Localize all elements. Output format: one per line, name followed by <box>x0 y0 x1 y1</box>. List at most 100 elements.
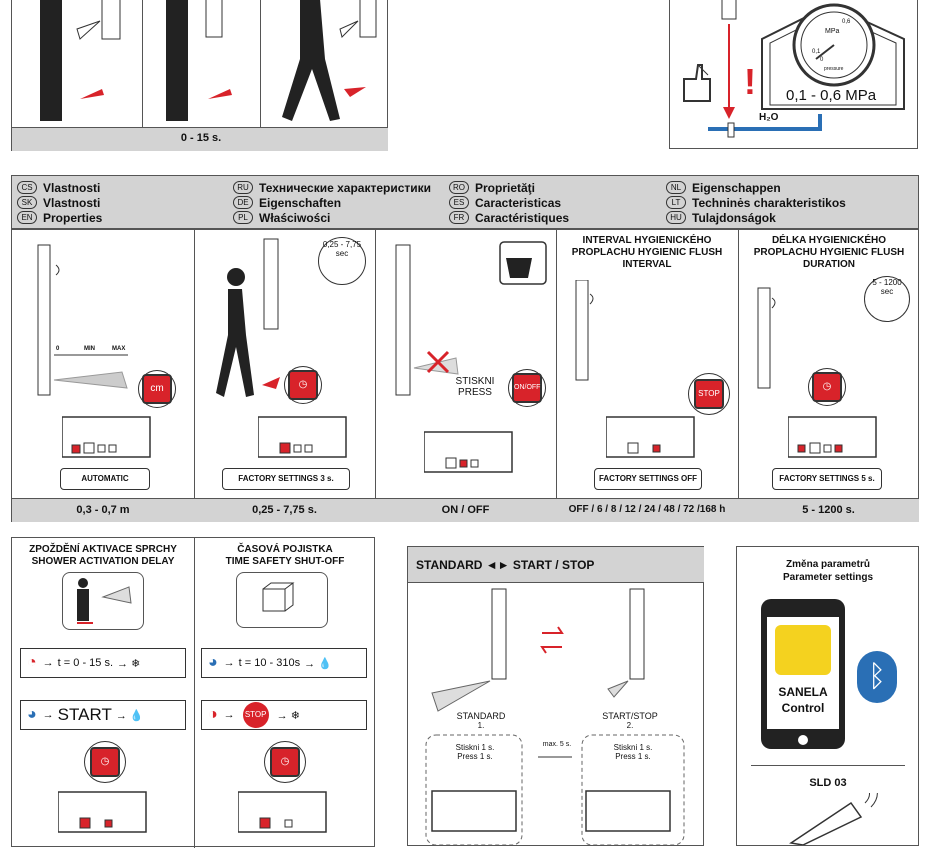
delay-row-2: ◕→ START→ 💧 <box>20 700 186 730</box>
pressure-illustration <box>683 0 905 138</box>
max-label: max. 5 s. <box>542 741 572 748</box>
cleaning-illustration <box>395 241 547 396</box>
clock-button: ◷ <box>270 747 300 777</box>
stop-sign: STOP <box>242 702 269 728</box>
scale-min: MIN <box>84 346 95 352</box>
timer-dial <box>318 237 366 285</box>
scale-zero: 0 <box>56 346 60 352</box>
timer-unit: sec <box>880 287 894 296</box>
control-unit <box>62 416 151 458</box>
panel-range: ON / OFF <box>441 504 490 516</box>
gauge-max: 0,6 <box>842 19 851 25</box>
control-unit <box>606 416 695 458</box>
safety-title-en: TIME SAFETY SHUT-OFF <box>225 556 345 567</box>
left-press: Stiskni 1 s. Press 1 s. <box>455 743 495 761</box>
timer-range: 5 - 1200 <box>872 278 902 287</box>
timer-range: 0,25 - 7,75 <box>322 240 362 249</box>
sensor-illustration <box>757 287 776 389</box>
bluetooth-icon: ᛒ <box>857 651 897 703</box>
control-unit <box>58 791 147 833</box>
remote-icon <box>789 793 878 845</box>
app-title-en: Parameter settings <box>782 572 874 583</box>
delay-title-en: SHOWER ACTIVATION DELAY <box>31 556 175 567</box>
panel-range: 0,25 - 7,75 s. <box>252 504 317 516</box>
standard-label: STANDARD <box>456 711 506 721</box>
scale-max: MAX <box>112 346 126 352</box>
safety-time: t = 10 - 310s <box>238 657 301 669</box>
control-unit <box>788 416 877 458</box>
press-label: STISKNI PRESS <box>455 376 495 398</box>
delay-time: t = 0 - 15 s. <box>57 657 114 669</box>
delay-safety-panel: ZPOŽDĚNÍ AKTIVACE SPRCHY SHOWER ACTIVATI… <box>11 537 375 848</box>
stop-button: STOP <box>694 379 724 409</box>
sensor-illustration <box>575 280 594 381</box>
panel-range: OFF / 6 / 8 / 12 / 24 / 48 / 72 /168 h <box>568 504 726 515</box>
walking-person-illustration <box>216 238 280 397</box>
gauge-label: pressure <box>824 66 844 72</box>
cube-sensor-box <box>236 572 328 628</box>
onoff-button: ON/OFF <box>512 373 542 403</box>
pressure-panel: ! MPa 0,6 0,1 0 pressure 0,1 - 0,6 MPa H… <box>669 0 918 149</box>
gauge-zero: 0 <box>820 57 824 63</box>
panel-pill: AUTOMATIC <box>60 468 150 490</box>
clock-button: ◷ <box>288 370 318 400</box>
startstop-num: 2. <box>626 721 634 730</box>
sensor-distance-illustration <box>37 244 128 396</box>
water-label: H₂O <box>759 112 779 123</box>
app-name: SANELA <box>778 685 828 699</box>
remote-label: SLD 03 <box>809 777 847 789</box>
clock-button: ◷ <box>90 747 120 777</box>
app-name-2: Control <box>781 701 825 715</box>
safety-row-2: ◑→ STOP→ ❄ <box>201 700 367 730</box>
right-press: Stiskni 1 s. Press 1 s. <box>613 743 653 761</box>
control-unit <box>424 431 513 473</box>
delay-title-cs: ZPOŽDĚNÍ AKTIVACE SPRCHY <box>29 544 177 555</box>
panel-range: 0,3 - 0,7 m <box>76 504 130 516</box>
person-sensor-box <box>62 572 144 630</box>
timer-dial <box>864 276 910 322</box>
standard-num: 1. <box>477 721 485 730</box>
top-figures-panel: 0 - 15 s. <box>11 0 388 151</box>
mode-illustration <box>425 588 685 845</box>
warning-exclaim: ! <box>744 61 756 102</box>
app-panel: Změna parametrů Parameter settings SANEL… <box>736 546 919 846</box>
gauge-unit: MPa <box>825 28 840 35</box>
cm-button: cm <box>142 374 172 404</box>
person-figure-1 <box>40 0 121 121</box>
panel-pill: FACTORY SETTINGS 5 s. <box>772 468 882 490</box>
safety-title-cs: ČASOVÁ POJISTKA <box>237 544 333 555</box>
properties-panels: 0 MIN MAX cm AUTOMATIC 0,3 - 0,7 m 0,25 … <box>11 229 919 522</box>
control-unit <box>258 416 347 458</box>
mode-panel: STANDARD ◄► START / STOP STANDARD 1. STA… <box>407 546 704 846</box>
pressure-range: 0,1 - 0,6 MPa <box>786 87 877 104</box>
panel-title: DÉLKA HYGIENICKÉHO PROPLACHU HYGIENIC FL… <box>753 235 905 270</box>
phone: SANELA Control <box>761 599 845 749</box>
control-unit <box>238 791 327 833</box>
panel-pill: FACTORY SETTINGS OFF <box>594 468 702 490</box>
person-figure-2 <box>166 0 232 121</box>
person-figure-3 <box>282 0 377 121</box>
clock-button: ◷ <box>812 372 842 402</box>
safety-row-1: ◕→ t = 10 - 310s→ 💧 <box>201 648 367 678</box>
delay-row-1: ◔→ t = 0 - 15 s.→ ❄ <box>20 648 186 678</box>
panel-pill: FACTORY SETTINGS 3 s. <box>222 468 350 490</box>
startstop-label: START/STOP <box>602 711 658 721</box>
app-title-cs: Změna parametrů <box>786 559 870 570</box>
mode-header: STANDARD ◄► START / STOP <box>416 558 595 572</box>
interval-caption: 0 - 15 s. <box>180 132 222 144</box>
gauge-small: 0,1 <box>812 49 821 55</box>
start-label: START <box>57 705 112 724</box>
panel-range: 5 - 1200 s. <box>802 504 855 516</box>
